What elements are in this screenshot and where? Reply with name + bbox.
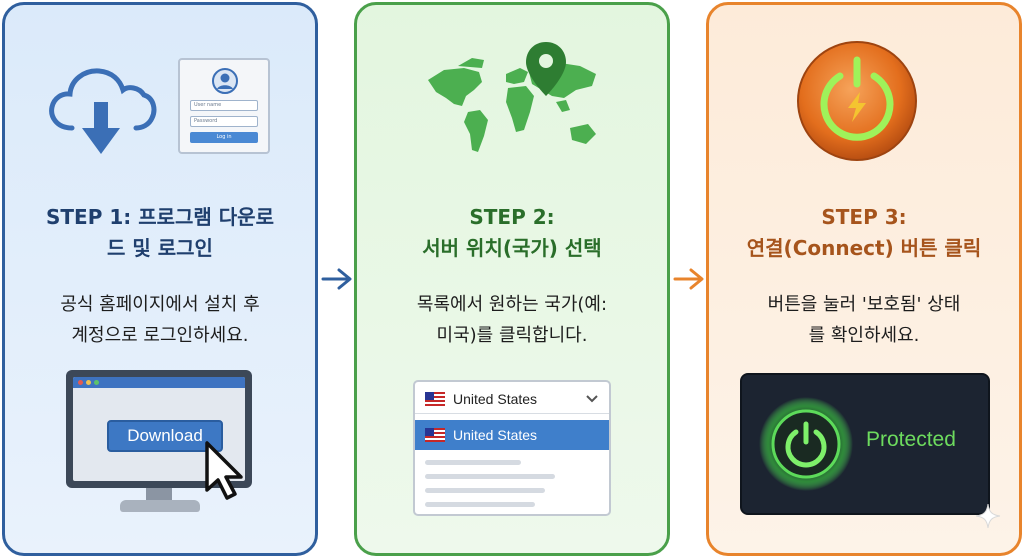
sparkle-icon <box>975 503 1001 529</box>
dropdown-option-placeholder[interactable] <box>425 502 535 507</box>
world-map-icon <box>428 42 596 152</box>
chevron-down-icon[interactable] <box>585 394 599 404</box>
browser-bar <box>73 377 245 388</box>
step3-desc-line1: 버튼을 눌러 '보호됨' 상태 <box>767 294 961 315</box>
step2-title-line1: STEP 2: <box>469 205 555 229</box>
step3-title-line2: 연결(Connect) 버튼 클릭 <box>746 236 982 260</box>
step3-title: STEP 3: 연결(Connect) 버튼 클릭 <box>709 202 1019 264</box>
dropdown-selected[interactable]: United States <box>415 384 609 414</box>
power-on-icon[interactable] <box>758 396 854 492</box>
dropdown-option-united-states[interactable]: United States <box>415 420 609 450</box>
step2-description: 목록에서 원하는 국가(예: 미국)를 클릭합니다. <box>357 289 667 351</box>
monitor-stand <box>146 488 172 502</box>
arrow-right-icon <box>673 268 704 290</box>
step1-desc-line1: 공식 홈페이지에서 설치 후 <box>60 294 260 315</box>
download-button: Download <box>107 420 223 452</box>
dropdown-option-placeholder[interactable] <box>425 460 521 465</box>
us-flag-icon <box>425 428 445 442</box>
step2-title-line2: 서버 위치(국가) 선택 <box>422 236 602 260</box>
password-field: Password <box>190 116 258 127</box>
connect-power-button[interactable] <box>796 40 918 162</box>
step3-description: 버튼을 눌러 '보호됨' 상태 를 확인하세요. <box>709 289 1019 351</box>
us-flag-icon <box>425 392 445 406</box>
monitor-base <box>120 500 200 512</box>
highlighted-country-label: United States <box>453 427 538 443</box>
user-avatar-icon <box>212 68 238 94</box>
step1-title-line1: STEP 1: 프로그램 다운로 <box>46 205 274 229</box>
step1-title: STEP 1: 프로그램 다운로 드 및 로그인 <box>5 202 315 264</box>
step1-description: 공식 홈페이지에서 설치 후 계정으로 로그인하세요. <box>5 289 315 351</box>
cursor-icon <box>205 441 243 500</box>
country-dropdown[interactable]: United States United States <box>413 380 611 516</box>
cloud-download-icon <box>49 68 157 154</box>
arrow-right-icon <box>321 268 352 290</box>
protected-status-text: Protected <box>866 428 956 451</box>
step3-desc-line2: 를 확인하세요. <box>808 325 920 346</box>
step2-desc-line1: 목록에서 원하는 국가(예: <box>416 294 608 315</box>
selected-country-label: United States <box>453 391 538 407</box>
step1-title-line2: 드 및 로그인 <box>107 236 213 260</box>
login-button: Log in <box>190 132 258 143</box>
dropdown-option-placeholder[interactable] <box>425 488 545 493</box>
step2-desc-line2: 미국)를 클릭합니다. <box>436 325 588 346</box>
step3-title-line1: STEP 3: <box>821 205 907 229</box>
dropdown-option-placeholder[interactable] <box>425 474 555 479</box>
step2-title: STEP 2: 서버 위치(국가) 선택 <box>357 202 667 264</box>
login-form-illustration: User name Password Log in <box>178 58 270 154</box>
username-field: User name <box>190 100 258 111</box>
step1-desc-line2: 계정으로 로그인하세요. <box>71 325 249 346</box>
